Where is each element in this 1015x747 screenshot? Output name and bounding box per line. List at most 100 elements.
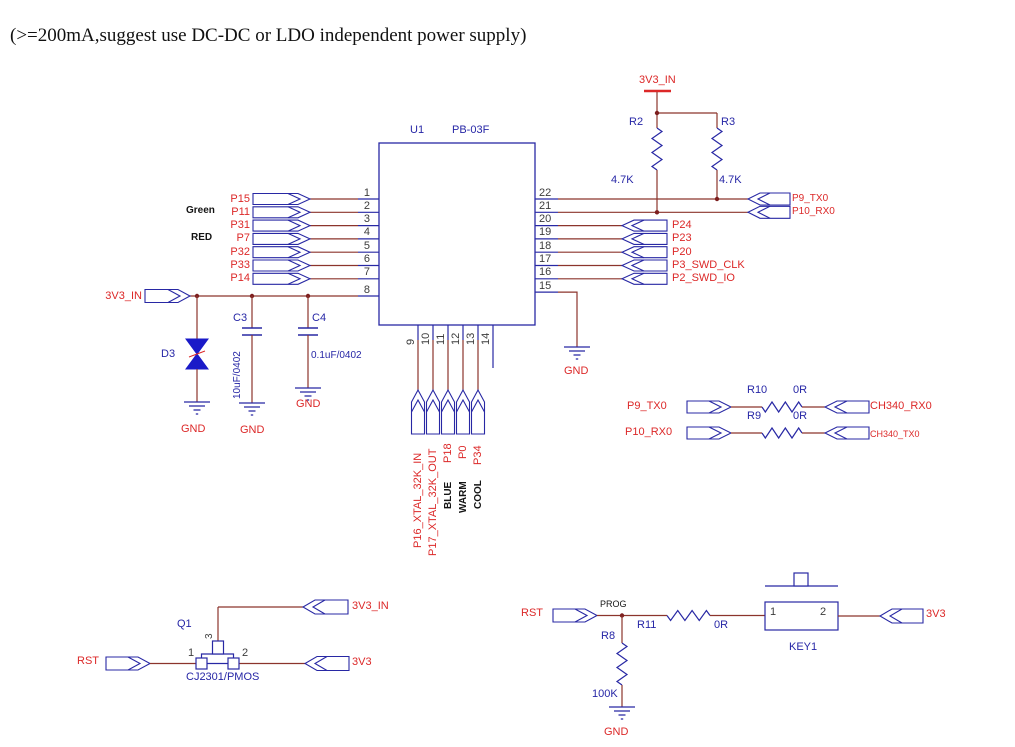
gnd-symbol-c4: [295, 387, 321, 401]
pin-number-6: 6: [363, 253, 370, 265]
port-P9_TX0-uart: [686, 400, 733, 414]
junction-dot: [714, 196, 720, 202]
port-label-P11: P11: [231, 205, 250, 218]
port-P34: [470, 388, 486, 435]
port-label-p10rx0-far: P10_RX0: [792, 206, 835, 217]
resistor-r10-refdes: R10: [747, 384, 768, 396]
diode-d3-refdes: D3: [161, 348, 176, 360]
port-label-p10rx0-uart: P10_RX0: [625, 426, 673, 438]
resistor-r8-refdes: R8: [601, 630, 616, 642]
transistor-q1-refdes: Q1: [177, 618, 192, 630]
port-P2_SWD_IO: [620, 272, 668, 285]
port-3V3_IN-q1-chevron: [311, 599, 326, 615]
resistor-r9: [761, 426, 803, 440]
q1-pin3-pad: [211, 640, 225, 655]
port-3V3_IN-q1: [301, 599, 349, 615]
port-P18: [440, 388, 456, 435]
pin-number-16: 16: [539, 266, 552, 279]
port-label-P20: P20: [672, 245, 692, 258]
key1-refdes: KEY1: [789, 641, 818, 653]
pin-number-15: 15: [539, 279, 552, 292]
port-P11: [252, 206, 312, 219]
port-label-p17-xtal32k-out: P17_XTAL_32K_OUT: [427, 448, 439, 556]
resistor-r3: [710, 127, 724, 171]
resistor-r11: [666, 609, 711, 622]
port-label-rst-key: RST: [521, 607, 543, 619]
resistor-r3-refdes: R3: [721, 116, 736, 128]
pin-number-7: 7: [363, 266, 370, 279]
port-label-P3_SWD_CLK: P3_SWD_CLK: [672, 259, 745, 271]
port-P24: [620, 219, 668, 232]
annotation-green: Green: [186, 205, 215, 216]
key1-pin1-number: 1: [770, 606, 777, 618]
port-P32: [252, 246, 312, 259]
pin-number-2: 2: [363, 199, 370, 212]
cap-c3-value: 10uF/0402: [232, 351, 243, 399]
pin-number-19: 19: [539, 226, 552, 239]
port-RST-q1: [105, 656, 152, 671]
pin-number-20: 20: [539, 213, 552, 226]
tvs-diode-d3: [185, 338, 209, 355]
port-P33: [252, 259, 312, 272]
port-RST-key-chevron: [574, 608, 589, 623]
port-CH340_TX0-chevron: [833, 426, 848, 440]
pin-number-12: 12: [450, 332, 462, 345]
pin-number-4: 4: [363, 226, 370, 239]
port-P10_RX0-far: [746, 205, 791, 219]
port-P0: [455, 388, 471, 435]
port-label-P15: P15: [230, 192, 250, 205]
port-3V3-q1-chevron: [313, 656, 328, 671]
pin-number-18: 18: [539, 239, 552, 252]
pin-number-13: 13: [465, 332, 477, 345]
gnd-label-pin15: GND: [564, 365, 589, 377]
port-3V3_IN-input: [144, 288, 192, 304]
port-P2_SWD_IO-chevron: [630, 272, 645, 285]
port-P7-chevron: [287, 232, 302, 245]
port-CH340_TX0: [823, 426, 870, 440]
port-label-P33: P33: [230, 259, 250, 271]
port-P16_XTAL_32K_IN: [410, 388, 426, 435]
port-P0-chevron: [456, 398, 470, 413]
port-label-rst-q1: RST: [77, 655, 99, 667]
resistor-r10-value: 0R: [793, 384, 808, 396]
annotation-red: RED: [191, 232, 213, 243]
pin-number-14: 14: [480, 332, 492, 345]
port-P20: [620, 246, 668, 259]
port-RST-key: [552, 608, 599, 623]
port-label-3v3-q1: 3V3: [352, 656, 372, 668]
port-P14: [252, 272, 312, 285]
port-label-ch340-tx0: CH340_TX0: [870, 429, 920, 439]
pin-number-22: 22: [539, 186, 552, 199]
ic-part-number: PB-03F: [452, 124, 490, 136]
port-label-p9tx0-uart: P9_TX0: [627, 400, 667, 412]
port-3V3-key: [878, 608, 924, 624]
port-label-P23: P23: [672, 232, 692, 245]
port-P31-chevron: [287, 219, 302, 232]
port-label-P2_SWD_IO: P2_SWD_IO: [672, 272, 735, 285]
transistor-q1-part: CJ2301/PMOS: [186, 671, 260, 683]
resistor-r3-value: 4.7K: [719, 174, 742, 186]
port-P3_SWD_CLK-chevron: [630, 259, 645, 272]
annotation-blue: BLUE: [443, 481, 454, 509]
resistor-r2-refdes: R2: [629, 116, 644, 128]
ic-refdes: U1: [410, 124, 425, 136]
resistor-r2-value: 4.7K: [611, 174, 634, 186]
port-P23-chevron: [630, 232, 645, 245]
port-label-p0: P0: [457, 445, 469, 459]
junction-dot: [654, 210, 660, 215]
pin-number-3: 3: [363, 213, 370, 226]
port-label-P7: P7: [236, 232, 250, 245]
port-label-P32: P32: [230, 245, 250, 258]
port-P3_SWD_CLK: [620, 259, 668, 272]
port-label-p34: P34: [472, 445, 484, 465]
pin-number-17: 17: [539, 253, 552, 265]
port-label-ch340-rx0: CH340_RX0: [870, 400, 932, 412]
resistor-r10: [761, 400, 803, 414]
pin-number-8: 8: [363, 283, 370, 296]
port-P24-chevron: [630, 219, 645, 232]
q1-pin2-pad: [227, 657, 240, 670]
cap-c3-refdes: C3: [233, 312, 248, 324]
port-3V3-q1: [303, 655, 350, 672]
port-label-p9tx0-far: P9_TX0: [792, 193, 829, 204]
resistor-r11-refdes: R11: [637, 619, 657, 631]
